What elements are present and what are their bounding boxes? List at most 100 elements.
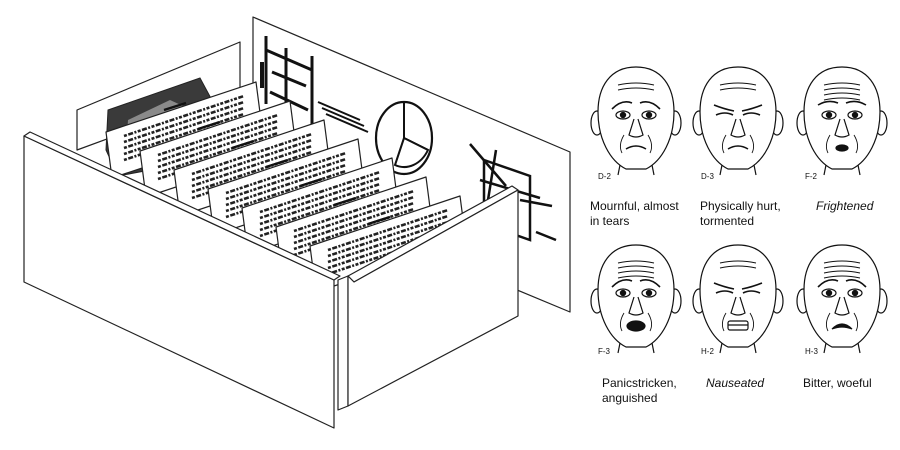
face-brow — [639, 279, 661, 288]
face-wrinkle — [617, 82, 655, 86]
panel-text-line — [157, 125, 279, 169]
grid-bar — [265, 48, 313, 72]
face-wrinkle — [719, 260, 757, 264]
face-wrinkle — [617, 87, 655, 91]
face-head — [699, 244, 777, 348]
grid-bar — [271, 70, 307, 88]
face-cheek-line — [825, 134, 831, 154]
panel-heading — [163, 101, 187, 112]
panel-text-line — [259, 182, 381, 226]
face-caption-H-3: Bitter, woeful — [803, 376, 872, 390]
face-code-H-2: H-2 — [701, 347, 714, 356]
face-wrinkle — [823, 82, 861, 86]
wall-arrow — [519, 198, 553, 208]
wall-arrow — [469, 143, 507, 187]
face-neck — [823, 164, 827, 176]
front-wall-left-top — [23, 131, 341, 281]
wall-stripe — [321, 107, 365, 127]
face-neck — [651, 164, 655, 176]
isometric-exhibit-drawing — [23, 16, 571, 429]
panel-text-line — [327, 208, 449, 252]
face-head — [803, 66, 881, 170]
face-nose — [730, 296, 746, 316]
face-neck — [753, 164, 757, 176]
panel-text-line — [293, 195, 415, 239]
face-neck — [857, 342, 861, 354]
panel-text-line — [123, 100, 245, 144]
face-nose — [628, 296, 644, 316]
face-caption-D-3: Physically hurt, tormented — [700, 199, 781, 228]
face-wrinkle — [823, 270, 861, 274]
panel-heading — [367, 215, 391, 226]
face-mouth — [831, 323, 853, 330]
panel-heading — [197, 120, 221, 131]
face-wrinkle — [823, 87, 861, 91]
wall-arrow — [486, 149, 498, 201]
face-mouth — [625, 145, 647, 150]
face-cheek-line — [825, 312, 831, 332]
panel-text-line — [293, 207, 415, 251]
panel-text-line — [259, 170, 381, 214]
face-head — [699, 66, 777, 170]
face-brow — [611, 101, 633, 110]
face-pupil — [825, 111, 833, 119]
face-wrinkle — [823, 260, 861, 264]
face-wrinkle — [617, 275, 655, 279]
face-wrinkle — [823, 275, 861, 279]
face-5 — [692, 244, 784, 354]
face-caption-D-2: Mournful, almost in tears — [590, 199, 679, 228]
face-caption-H-2: Nauseated — [706, 376, 765, 390]
face-neck — [617, 164, 621, 176]
face-neck — [823, 342, 827, 354]
face-6 — [796, 244, 888, 354]
panel-text-line — [259, 176, 381, 220]
panel-heading — [333, 196, 357, 207]
face-eye-closed — [715, 290, 734, 294]
face-neck — [857, 164, 861, 176]
panel-text-line — [293, 201, 415, 245]
face-brow — [741, 282, 763, 290]
face-nose — [730, 118, 746, 138]
panel-text-line — [225, 169, 347, 213]
face-2 — [692, 66, 784, 176]
faces-panel — [590, 66, 888, 354]
face-head — [597, 244, 675, 348]
face-brow — [741, 104, 763, 112]
face-wrinkle — [719, 87, 757, 91]
face-neck — [719, 164, 723, 176]
face-caption-F-3: Panicstricken, anguished — [602, 376, 677, 405]
front-wall-right-edge — [337, 275, 349, 411]
face-mouth — [626, 320, 646, 332]
face-caption-F-2: Frightened — [816, 199, 874, 213]
wall-arrow — [535, 230, 557, 242]
panel-text-line — [191, 144, 313, 188]
panel-text-line — [157, 113, 279, 157]
panel-text-line — [327, 226, 449, 270]
face-cheek-line — [749, 312, 755, 332]
face-eye-closed — [742, 290, 761, 294]
face-pupil — [851, 289, 859, 297]
face-neck — [617, 342, 621, 354]
panel-text-line — [293, 189, 415, 233]
panel-text-line — [191, 132, 313, 176]
panel-text-line — [225, 151, 347, 195]
face-code-D-3: D-3 — [701, 172, 714, 181]
face-code-F-2: F-2 — [805, 172, 817, 181]
face-wrinkle — [719, 82, 757, 86]
panel-heading — [231, 139, 255, 150]
wall-stripe — [317, 101, 361, 121]
face-brow — [817, 279, 839, 288]
panel-text-line — [123, 112, 245, 156]
face-cheek-line — [647, 134, 653, 154]
panel-text-line — [225, 157, 347, 201]
face-brow — [611, 279, 633, 288]
face-wrinkle — [823, 97, 861, 101]
face-brow — [713, 282, 735, 290]
panel-text-line — [327, 220, 449, 264]
face-pupil — [825, 289, 833, 297]
face-nose — [628, 118, 644, 138]
panel-text-line — [191, 150, 313, 194]
face-wrinkle — [617, 260, 655, 264]
face-nose — [834, 118, 850, 138]
face-mouth — [727, 145, 749, 150]
